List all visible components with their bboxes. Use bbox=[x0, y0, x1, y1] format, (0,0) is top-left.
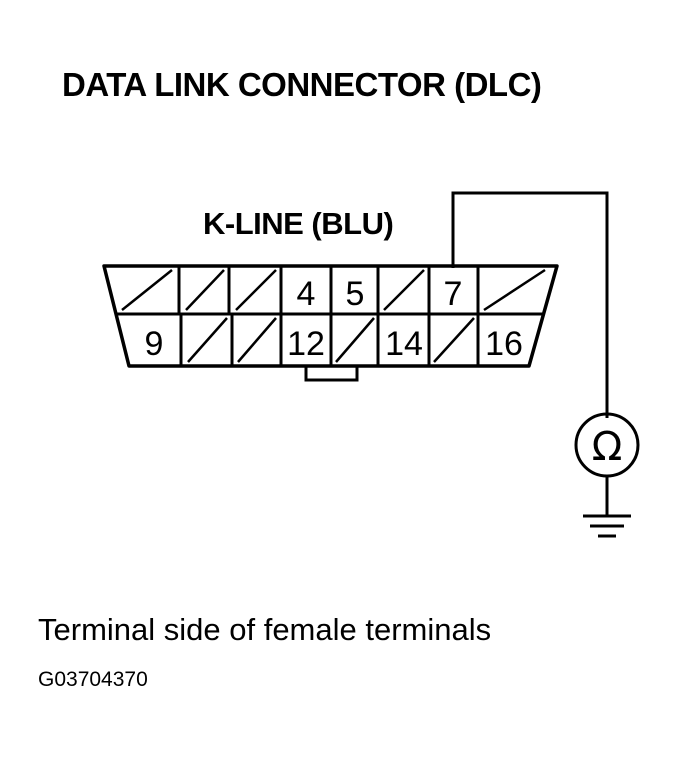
pin-4-label: 4 bbox=[297, 275, 316, 313]
pin-12-label: 12 bbox=[287, 325, 325, 363]
pin-5-label: 5 bbox=[346, 275, 365, 313]
page-title: DATA LINK CONNECTOR (DLC) bbox=[62, 66, 542, 103]
connector-outline bbox=[102, 264, 559, 368]
bottom-row-dividers bbox=[179, 314, 480, 366]
pin-7-label: 7 bbox=[444, 275, 463, 313]
pin-9-label: 9 bbox=[145, 325, 164, 363]
caption: Terminal side of female terminals bbox=[38, 612, 492, 647]
ohm-icon: Ω bbox=[592, 424, 623, 470]
k-line-label: K-LINE (BLU) bbox=[203, 206, 394, 241]
test-wire bbox=[451, 191, 609, 418]
pin-14-label: 14 bbox=[385, 325, 423, 363]
pin-16-label: 16 bbox=[485, 325, 523, 363]
connector-locking-tab bbox=[304, 366, 359, 382]
empty-cavity-marks bbox=[121, 268, 546, 363]
top-row-dividers bbox=[177, 266, 480, 314]
figure-id: G03704370 bbox=[38, 668, 148, 691]
ground-icon bbox=[583, 514, 631, 538]
